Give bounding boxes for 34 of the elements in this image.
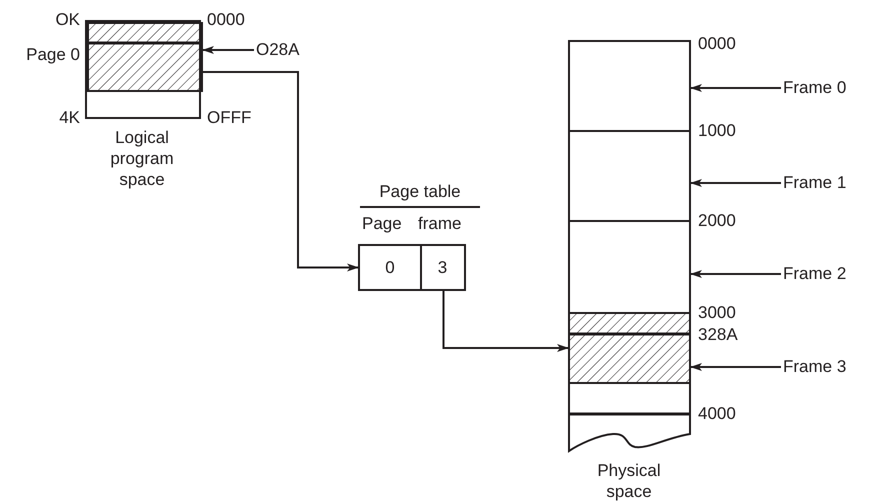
table-cell: 3 <box>421 244 466 291</box>
table-cell: 0 <box>358 244 422 291</box>
connector-arrow <box>690 270 781 278</box>
caption-text: Logical program space <box>109 127 175 190</box>
address-label: OK <box>55 10 80 30</box>
connector-arrow <box>690 363 781 371</box>
address-label: O28A <box>256 40 316 60</box>
frame-label: Frame 2 <box>783 264 853 284</box>
frame-label: Frame 0 <box>783 78 853 98</box>
address-label: 328A <box>698 325 738 345</box>
memory-block <box>85 20 201 119</box>
frame-label: Frame 3 <box>783 357 853 377</box>
frame-label: Frame 1 <box>783 173 853 193</box>
address-label: 0000 <box>207 10 245 30</box>
connector-arrow <box>202 46 254 54</box>
address-label: OFFF <box>207 108 252 128</box>
connector-arrow <box>442 291 569 352</box>
hatched-region <box>87 22 203 92</box>
address-label: 4000 <box>698 404 736 424</box>
address-label: 3000 <box>698 303 736 323</box>
connector-arrow <box>690 179 781 187</box>
address-label: 4K <box>59 108 80 128</box>
page-label: Page 0 <box>25 44 80 65</box>
caption-text: Physical space <box>596 460 662 502</box>
connector-arrow <box>690 84 781 92</box>
hatched-region <box>568 312 691 384</box>
address-label: 0000 <box>698 34 736 54</box>
column-header: Page <box>362 214 402 234</box>
memory-block <box>568 40 691 454</box>
column-header: frame <box>418 214 462 234</box>
address-label: 1000 <box>698 121 736 141</box>
connector-arrow <box>203 71 359 272</box>
address-label: 2000 <box>698 211 736 231</box>
table-title: Page table <box>360 182 480 208</box>
